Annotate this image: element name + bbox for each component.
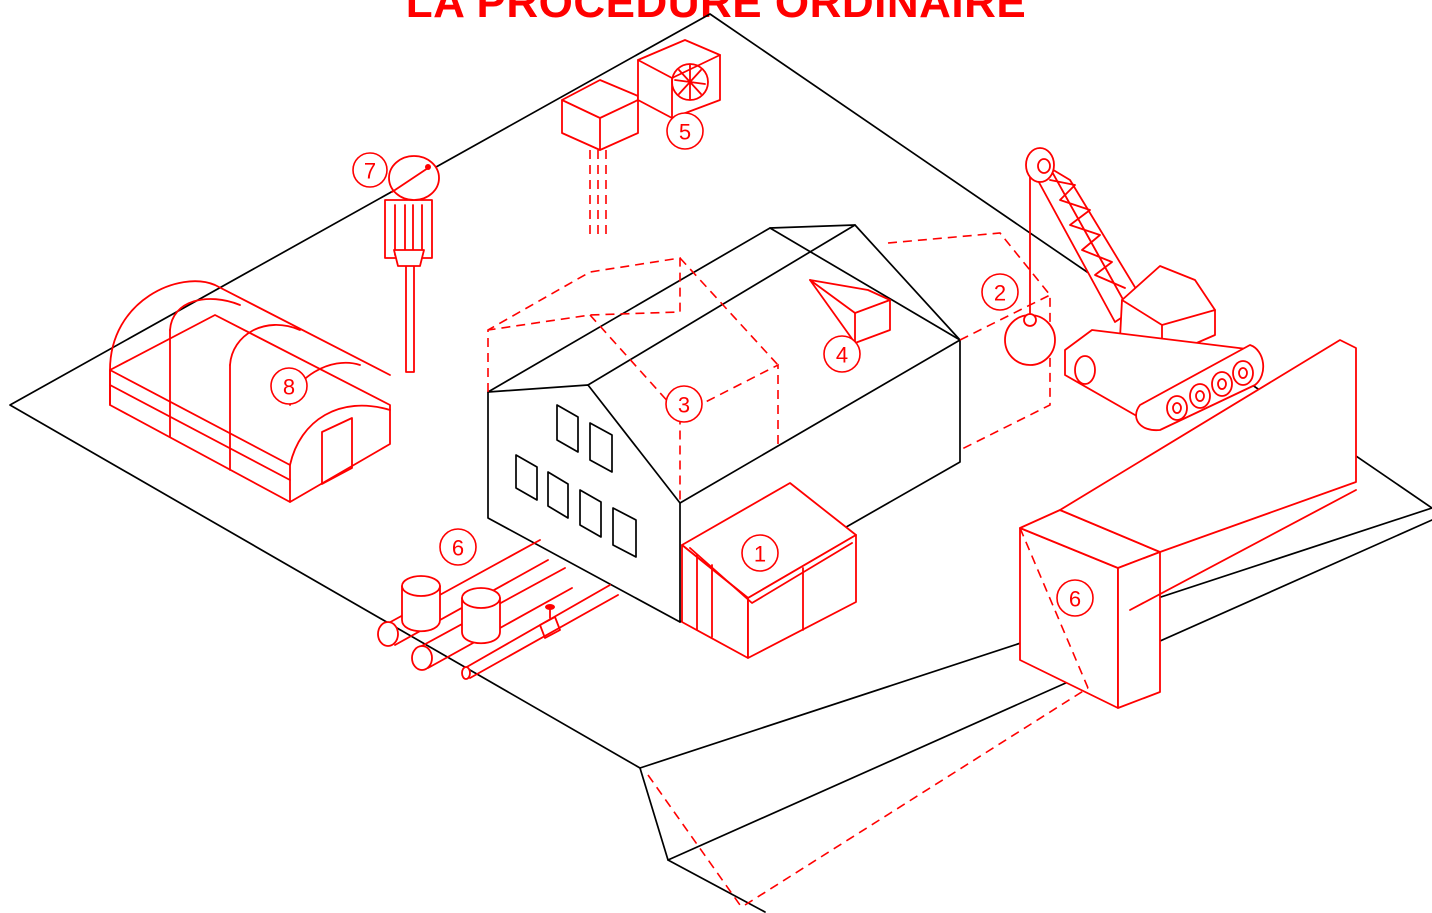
- marker-label: 5: [679, 120, 691, 145]
- marker-label: 2: [994, 281, 1006, 306]
- marker-8: 8: [271, 368, 307, 404]
- antenna: [385, 156, 439, 372]
- marker-7: 7: [353, 153, 387, 187]
- marker-label: 8: [283, 375, 295, 400]
- marker-4: 4: [824, 336, 860, 372]
- marker-3: 3: [666, 386, 702, 422]
- marker-label: 7: [364, 159, 376, 184]
- marker-label: 3: [678, 393, 690, 418]
- greenhouse: [110, 281, 390, 502]
- marker-label: 1: [754, 542, 766, 567]
- marker-1: 1: [742, 535, 778, 571]
- marker-label: 4: [836, 343, 848, 368]
- marker-2: 2: [982, 274, 1018, 310]
- marker-5: 5: [667, 113, 703, 149]
- marker-6-wall: 6: [1057, 580, 1093, 616]
- marker-label: 6: [1069, 587, 1081, 612]
- crane: [1005, 148, 1263, 430]
- marker-label: 6: [452, 536, 464, 561]
- marker-6-pipes: 6: [440, 529, 476, 565]
